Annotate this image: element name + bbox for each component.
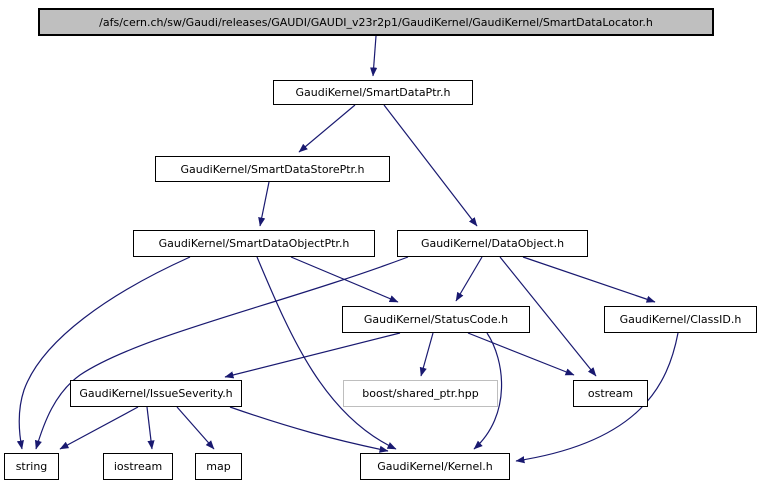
node-statuscode[interactable]: GaudiKernel/StatusCode.h <box>342 306 530 333</box>
edge-issueseverity-to-iostream <box>146 406 155 450</box>
edge-smartdataptr-to-dataobject <box>383 104 478 227</box>
node-kernel: GaudiKernel/Kernel.h <box>360 453 510 480</box>
edge-issueseverity-to-map <box>176 406 215 450</box>
edge-dataobject-to-statuscode <box>455 256 483 302</box>
edge-dataobject-to-classid <box>522 256 656 303</box>
node-boost-shared-ptr: boost/shared_ptr.hpp <box>343 380 498 407</box>
node-iostream: iostream <box>103 453 173 480</box>
edge-statuscode-to-kernel <box>473 332 503 450</box>
edge-classid-to-kernel <box>515 332 679 464</box>
node-smartdataobjectptr[interactable]: GaudiKernel/SmartDataObjectPtr.h <box>133 230 375 257</box>
edge-statuscode-to-ostream <box>467 332 575 376</box>
edge-smartdataptr-to-smartdatastoreptr <box>298 104 356 153</box>
node-issueseverity[interactable]: GaudiKernel/IssueSeverity.h <box>70 380 242 407</box>
edge-smartdatastoreptr-to-smartdataobjectptr <box>258 181 270 227</box>
edge-smartdataobjectptr-to-kernel <box>256 256 397 450</box>
edge-issueseverity-to-string <box>59 406 139 450</box>
node-string: string <box>4 453 59 480</box>
node-smartdatalocator: /afs/cern.ch/sw/Gaudi/releases/GAUDI/GAU… <box>38 8 714 36</box>
edge-statuscode-to-boost-shared-ptr <box>419 332 434 377</box>
edge-statuscode-to-issueseverity <box>224 332 401 379</box>
node-smartdatastoreptr[interactable]: GaudiKernel/SmartDataStorePtr.h <box>155 156 390 182</box>
edge-dataobject-to-string <box>34 256 409 450</box>
node-classid[interactable]: GaudiKernel/ClassID.h <box>604 306 757 333</box>
edge-smartdatalocator-to-smartdataptr <box>370 35 378 77</box>
node-map: map <box>195 453 242 480</box>
node-smartdataptr[interactable]: GaudiKernel/SmartDataPtr.h <box>273 80 473 105</box>
edge-dataobject-to-ostream <box>499 256 597 377</box>
edge-smartdataobjectptr-to-string <box>16 256 191 450</box>
edge-issueseverity-to-kernel <box>229 406 389 453</box>
node-dataobject[interactable]: GaudiKernel/DataObject.h <box>397 230 588 257</box>
node-ostream: ostream <box>573 380 648 407</box>
